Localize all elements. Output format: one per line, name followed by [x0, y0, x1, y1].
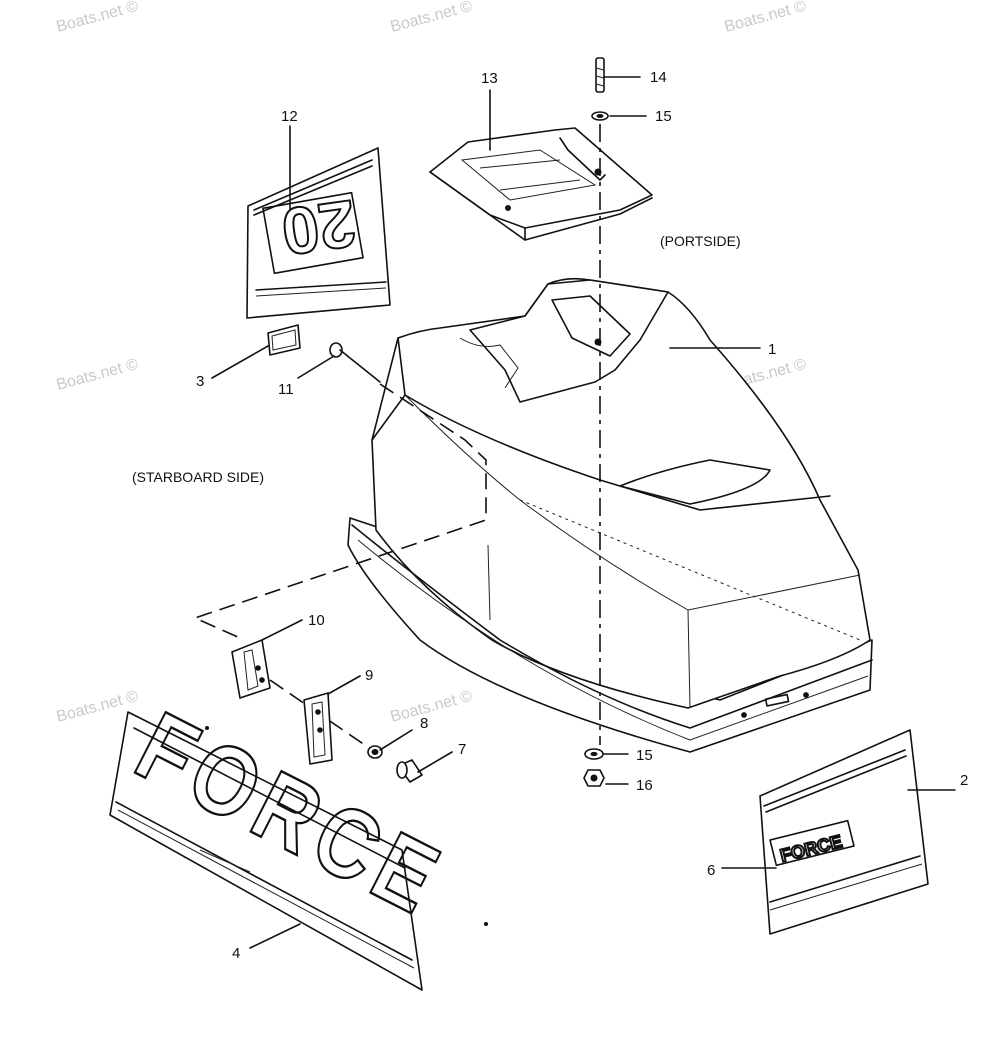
callout-11: 11: [278, 381, 294, 398]
callout-13: 13: [481, 70, 498, 87]
callout-10: 10: [308, 612, 325, 629]
callout-15-bottom: 15: [636, 747, 653, 764]
watermark-7: Boats.net ©: [389, 688, 475, 726]
callout-4: 4: [232, 945, 240, 962]
washer-15-top: [591, 111, 609, 121]
washer-15-bottom: [584, 748, 604, 760]
callout-2: 2: [960, 772, 968, 789]
leader-dash-bracket: [192, 383, 487, 639]
callout-8: 8: [420, 715, 428, 732]
callout-6: 6: [707, 862, 715, 879]
watermark-1: Boats.net ©: [55, 0, 141, 36]
watermark-4: Boats.net ©: [55, 356, 141, 394]
watermark-2: Boats.net ©: [389, 0, 475, 36]
callout-7: 7: [458, 741, 466, 758]
leader-lines: [211, 76, 956, 949]
washer-8: [367, 745, 383, 759]
bolt-14: [595, 57, 605, 93]
callout-1: 1: [768, 341, 776, 358]
latch-9: [303, 692, 333, 765]
callout-9: 9: [365, 667, 373, 684]
small-plate: [267, 324, 301, 356]
number-decal: 20: [246, 147, 391, 319]
callout-12: 12: [281, 108, 298, 125]
large-brand-decal: FORCE: [109, 690, 462, 991]
portside-label: (PORTSIDE): [660, 233, 741, 249]
small-brand-decal: FORCE: [759, 729, 929, 935]
callout-15-top: 15: [655, 108, 672, 125]
starboard-side-label: (STARBOARD SIDE): [132, 469, 264, 485]
engine-cover: [347, 277, 873, 753]
callout-14: 14: [650, 69, 667, 86]
watermark-3: Boats.net ©: [723, 0, 809, 36]
grommet-11: [329, 342, 381, 383]
callout-16: 16: [636, 777, 653, 794]
screw-7: [396, 759, 423, 783]
callout-3: 3: [196, 373, 204, 390]
latch-bracket-10: [231, 639, 271, 699]
nut-16: [583, 769, 605, 787]
top-cover-plate: [429, 127, 653, 241]
